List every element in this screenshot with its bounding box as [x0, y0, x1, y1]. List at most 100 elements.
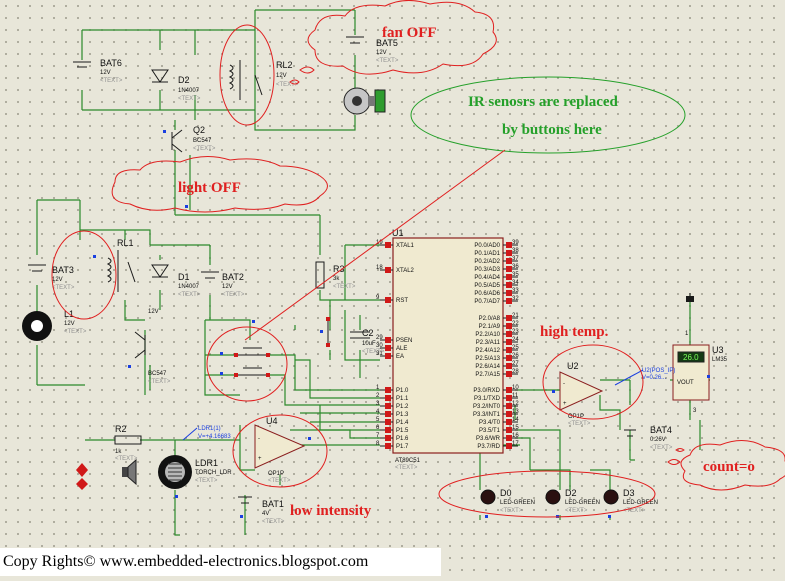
mcu-pin-number: 35: [512, 272, 519, 278]
rl1-value: 12V: [148, 309, 159, 315]
q2-label: Q2: [193, 125, 205, 135]
mcu-pin-name: P3.7/RD: [477, 444, 500, 450]
u4-label: U4: [266, 416, 278, 426]
annotation-light-off: light OFF: [111, 156, 328, 213]
bat5-text: <TEXT>: [376, 58, 399, 64]
mcu-pin-number: 12: [512, 401, 519, 407]
copyright-icon: ©: [83, 553, 96, 570]
probe-ldr: LDR1(1) V=+4.16683: [182, 426, 231, 441]
mcu-pin-number: 23: [512, 329, 519, 335]
ldr1-text: <TEXT>: [195, 478, 218, 484]
ldr-probe-l1: LDR1(1): [198, 426, 221, 432]
mcu-pin-name: P2.1/A9: [479, 324, 501, 330]
mcu-pin-name: XTAL2: [396, 268, 415, 274]
mcu-pin-number: 8: [376, 441, 380, 447]
highlight-u2: [542, 344, 644, 420]
mcu-pin-number: 26: [512, 353, 519, 359]
mcu-pin-number: 11: [512, 393, 519, 399]
ir-line2: by buttons here: [502, 122, 602, 138]
c2-label: C2: [362, 328, 374, 338]
u2-text: <TEXT>: [568, 421, 591, 427]
mcu-pin-number: 19: [376, 240, 383, 246]
mcu-pin-name: PSEN: [396, 338, 412, 344]
u3-label: U3: [712, 345, 724, 355]
push-button-1[interactable]: [234, 347, 270, 357]
d1-value: 1N4007: [178, 284, 200, 290]
c2-text: <TEXT>: [362, 349, 385, 355]
mcu-pin-number: 17: [512, 441, 519, 447]
push-button-2[interactable]: [234, 367, 270, 377]
d2-value: 1N4007: [178, 88, 200, 94]
mcu-pin-name: P2.5/A13: [475, 356, 500, 362]
c2-value: 10uF: [362, 341, 376, 347]
mcu-pin-number: 1: [376, 385, 380, 391]
r3-label: R3: [333, 264, 345, 274]
transistor-q2: Q2 BC547 <TEXT>: [171, 125, 216, 153]
mcu-pin-name: P3.5/T1: [479, 428, 501, 434]
mcu-pin-name: P3.6/WR: [476, 436, 501, 442]
mcu-pin-number: 33: [512, 288, 519, 294]
mcu-pin-name: P3.0/RXD: [473, 388, 500, 394]
led-d2: D2 LED-GREEN <TEXT>: [545, 488, 600, 514]
copyright-footer: Copy Rights© www.embedded-electronics.bl…: [0, 548, 441, 576]
u1-part: AT89C51: [395, 458, 421, 464]
torch-icon: [76, 458, 137, 490]
fan-off-text: fan OFF: [382, 25, 437, 41]
highlight-relay-rl2: [219, 24, 275, 126]
bat3-value: 12V: [52, 277, 63, 283]
d2led-text: <TEXT>: [565, 508, 588, 514]
mcu-pin-name: P2.3/A11: [476, 340, 501, 346]
mcu-pin-name: P1.4: [396, 420, 409, 426]
bat4-value: 0.26V: [650, 437, 666, 443]
u1-text: <TEXT>: [395, 465, 418, 471]
mcu-pin-number: 39: [512, 240, 519, 246]
u2-probe-l1: U2(POS_IP): [642, 368, 675, 374]
light-off-text: light OFF: [178, 180, 241, 196]
ldr1-label: LDR1: [195, 458, 218, 468]
mcu-pin-name: ALE: [396, 346, 407, 352]
d1-label: D1: [178, 272, 190, 282]
d0-value: LED-GREEN: [500, 500, 535, 506]
footer-url[interactable]: www.embedded-electronics.blogspot.com: [95, 553, 369, 570]
resistor-r2: R2 1k <TEXT>: [114, 424, 142, 462]
mcu-pin-number: 10: [512, 385, 519, 391]
mcu-pin-name: P0.4/AD4: [474, 275, 500, 281]
mcu-pin-name: P1.1: [396, 396, 409, 402]
mcu-pin-name: P0.1/AD1: [474, 251, 500, 257]
d3-text: <TEXT>: [623, 508, 646, 514]
bat1-label: BAT1: [262, 499, 284, 509]
mcu-pin-name: P2.4/A12: [475, 348, 500, 354]
mcu-pin-number: 22: [512, 321, 519, 327]
rl1-label: RL1: [117, 238, 134, 248]
q1-value: BC547: [148, 371, 167, 377]
battery-bat1: BAT1 4V <TEXT>: [238, 496, 285, 525]
u3-display: 26.0: [683, 353, 699, 362]
mcu-pin-name: XTAL1: [396, 243, 415, 249]
mcu-pin-number: 32: [512, 296, 519, 302]
battery-bat5: BAT5 12V <TEXT>: [346, 36, 399, 64]
mcu-pin-name: P1.3: [396, 412, 409, 418]
opamp-u2: - + U2 OP1P <TEXT>: [559, 361, 604, 427]
bat6-value: 12V: [100, 70, 111, 76]
l1-value: 12V: [64, 321, 75, 327]
relay-rl1: RL1 12V: [106, 238, 159, 315]
mcu-pin-name: P3.1/TXD: [474, 396, 501, 402]
mcu-pin-number: 37: [512, 256, 519, 262]
r2-text: <TEXT>: [115, 456, 138, 462]
d0-label: D0: [500, 488, 512, 498]
mcu-pin-name: P0.5/AD5: [474, 283, 500, 289]
opamp-u4: - + U4 OP1P <TEXT>: [254, 416, 306, 484]
ir-line1: IR senosrs are replaced: [468, 94, 619, 110]
mcu-pin-number: 24: [512, 337, 519, 343]
reset-button[interactable]: [326, 317, 330, 347]
mcu-right-pins: 39P0.0/AD038P0.1/AD137P0.2/AD236P0.3/AD3…: [473, 240, 519, 450]
bat1-text: <TEXT>: [262, 519, 285, 525]
